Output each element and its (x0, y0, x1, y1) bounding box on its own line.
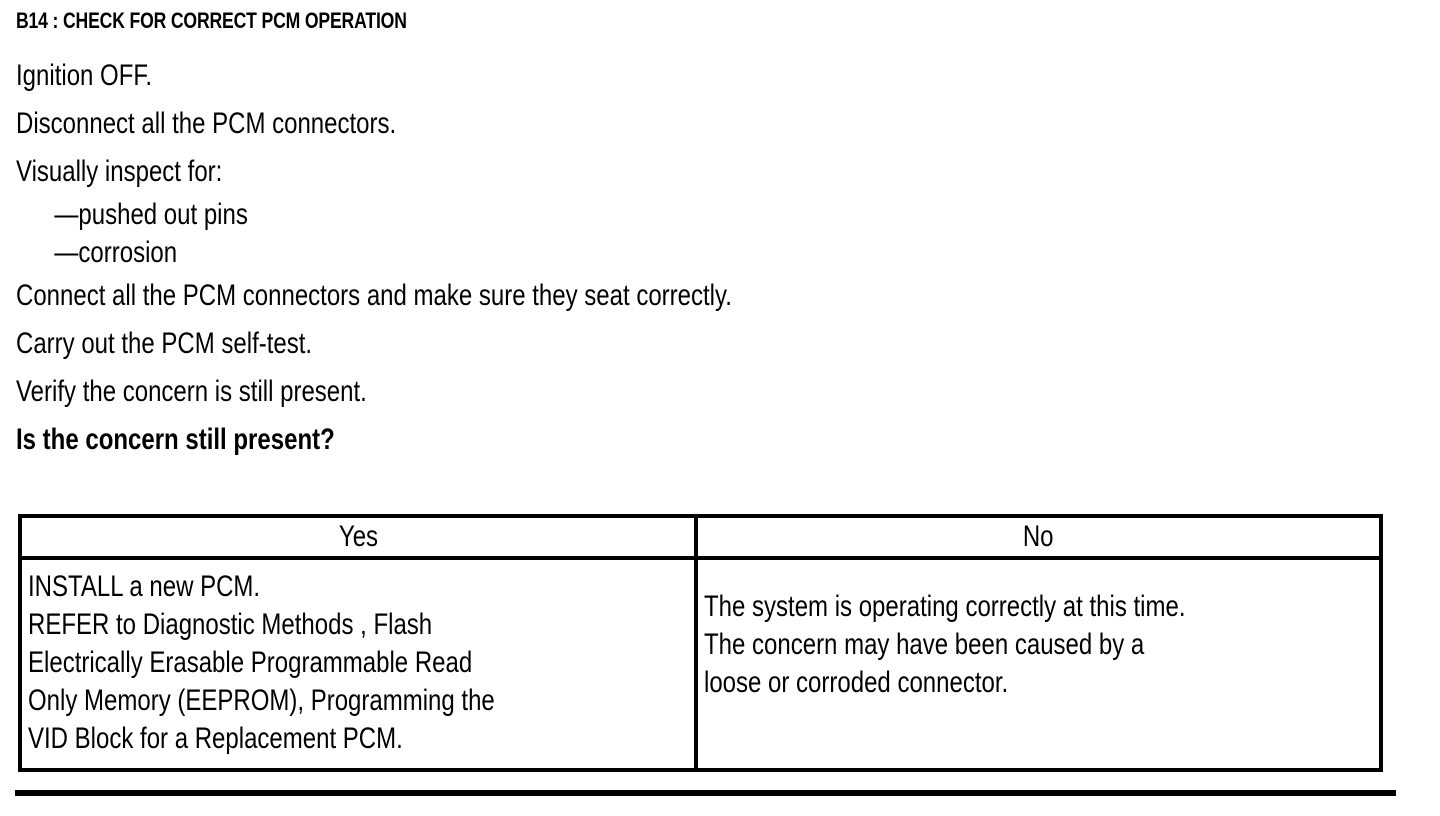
decision-question: Is the concern still present? (16, 423, 335, 456)
step-list: Ignition OFF. Disconnect all the PCM con… (16, 52, 1416, 464)
yes-action-line: REFER to Diagnostic Methods , Flash (28, 608, 433, 641)
table-row: INSTALL a new PCM. REFER to Diagnostic M… (22, 560, 1379, 768)
table-cell-no: The system is operating correctly at thi… (698, 560, 1379, 768)
step-sub-item: —corrosion (54, 236, 178, 269)
table-header-row: Yes No (22, 518, 1379, 560)
step-sub-item: —pushed out pins (54, 198, 248, 231)
table-header-cell-yes: Yes (22, 518, 698, 556)
yes-action-line: VID Block for a Replacement PCM. (28, 722, 403, 755)
step-item: Ignition OFF. (16, 59, 153, 92)
yes-action-line: Only Memory (EEPROM), Programming the (28, 684, 495, 717)
table-cell-yes: INSTALL a new PCM. REFER to Diagnostic M… (22, 560, 698, 768)
table-header-cell-no: No (698, 518, 1379, 556)
decision-table: Yes No INSTALL a new PCM. REFER to Diagn… (18, 514, 1383, 772)
no-action-line: The system is operating correctly at thi… (704, 590, 1186, 623)
page-title: B14 : CHECK FOR CORRECT PCM OPERATION (16, 8, 407, 33)
no-action-line: loose or corroded connector. (704, 666, 1009, 699)
no-action-line: The concern may have been caused by a (704, 628, 1145, 661)
step-item: Verify the concern is still present. (16, 375, 367, 408)
step-item: Carry out the PCM self-test. (16, 327, 313, 360)
step-item: Visually inspect for: (16, 155, 223, 188)
step-item: Disconnect all the PCM connectors. (16, 107, 397, 140)
page-footer-rule (15, 790, 1396, 796)
yes-action-line: INSTALL a new PCM. (28, 570, 261, 603)
yes-action-text: INSTALL a new PCM. REFER to Diagnostic M… (22, 560, 694, 768)
yes-action-line: Electrically Erasable Programmable Read (28, 646, 473, 679)
no-action-text: The system is operating correctly at thi… (698, 560, 1379, 730)
step-item: Connect all the PCM connectors and make … (16, 279, 732, 312)
column-header-yes: Yes (338, 520, 378, 553)
column-header-no: No (1023, 520, 1054, 553)
